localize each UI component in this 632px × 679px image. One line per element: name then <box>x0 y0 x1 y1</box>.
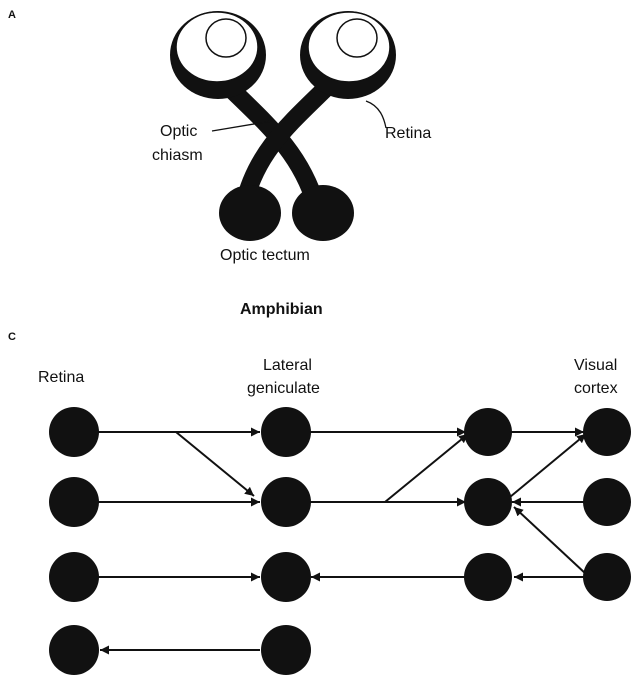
optic-chiasm-label-line2: chiasm <box>152 147 203 164</box>
arrow-outer3-to-inner2 <box>514 507 586 574</box>
retina-leader <box>366 101 386 128</box>
node-lgn-2 <box>261 477 311 527</box>
node-retina-3 <box>49 552 99 602</box>
column-header-cortex-line2: cortex <box>574 380 618 397</box>
node-cortex-inner-1 <box>464 408 512 456</box>
node-cortex-inner-2 <box>464 478 512 526</box>
node-retina-1 <box>49 407 99 457</box>
retina-label: Retina <box>385 125 431 142</box>
panel-a-letter: A <box>8 9 16 21</box>
arrow-retina1-to-lgn2 <box>176 432 254 496</box>
node-lgn-1 <box>261 407 311 457</box>
optic-chiasm-label-line1: Optic <box>160 123 197 140</box>
connections <box>74 432 586 650</box>
panel-c-letter: C <box>8 331 16 343</box>
left-eye <box>170 11 266 99</box>
left-eye-lens <box>206 19 246 57</box>
optic-tectum-label: Optic tectum <box>220 247 310 264</box>
column-header-lgn-line2: geniculate <box>247 380 320 397</box>
column-header-lgn-line1: Lateral <box>263 357 312 374</box>
panel-c: C Retina Lateral geniculate Visual corte… <box>8 331 631 675</box>
node-cortex-outer-3 <box>583 553 631 601</box>
node-lgn-3 <box>261 552 311 602</box>
panel-a-caption: Amphibian <box>240 301 323 318</box>
arrow-lgn2-to-cortex-inner1 <box>283 434 468 502</box>
right-eye-lens <box>337 19 377 57</box>
column-header-cortex-line1: Visual <box>574 357 617 374</box>
optic-tectum-right-lobe <box>292 185 354 241</box>
node-lgn-4 <box>261 625 311 675</box>
node-retina-2 <box>49 477 99 527</box>
panel-a: A Optic chiasm Retina Optic tectum Amphi… <box>8 9 431 318</box>
right-eye <box>300 11 396 99</box>
node-cortex-outer-1 <box>583 408 631 456</box>
arrow-inner2-to-outer1 <box>510 434 586 497</box>
node-cortex-inner-3 <box>464 553 512 601</box>
node-cortex-outer-2 <box>583 478 631 526</box>
optic-tectum-left-lobe <box>219 185 281 241</box>
node-retina-4 <box>49 625 99 675</box>
column-header-retina: Retina <box>38 369 84 386</box>
nodes <box>49 407 631 675</box>
